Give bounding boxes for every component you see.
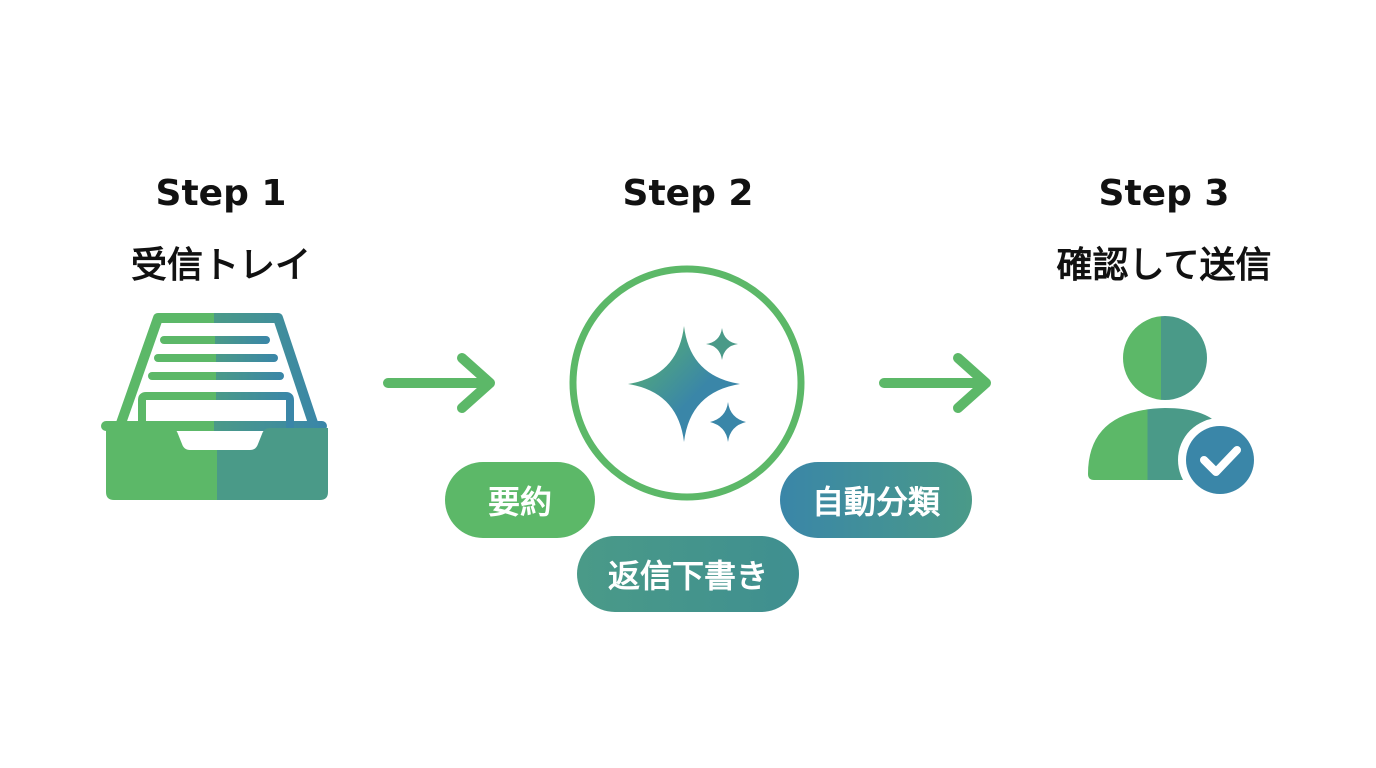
feature-summary-pill: 要約 xyxy=(445,462,595,538)
arrow-right-icon xyxy=(383,353,495,413)
step-1-title: 受信トレイ xyxy=(130,245,311,286)
feature-reply-draft-pill: 返信下書き xyxy=(577,536,799,612)
step-3-title: 確認して送信 xyxy=(1056,245,1272,286)
inbox-tray-icon xyxy=(101,313,328,500)
step-2-heading: Step 2 xyxy=(622,173,754,214)
step-3-heading: Step 3 xyxy=(1098,173,1230,214)
feature-auto-classify-pill: 自動分類 xyxy=(780,462,972,538)
step-1-heading: Step 1 xyxy=(155,173,287,214)
arrow-right-icon xyxy=(879,353,991,413)
user-check-icon xyxy=(1088,316,1262,500)
sparkle-icon xyxy=(569,265,805,501)
